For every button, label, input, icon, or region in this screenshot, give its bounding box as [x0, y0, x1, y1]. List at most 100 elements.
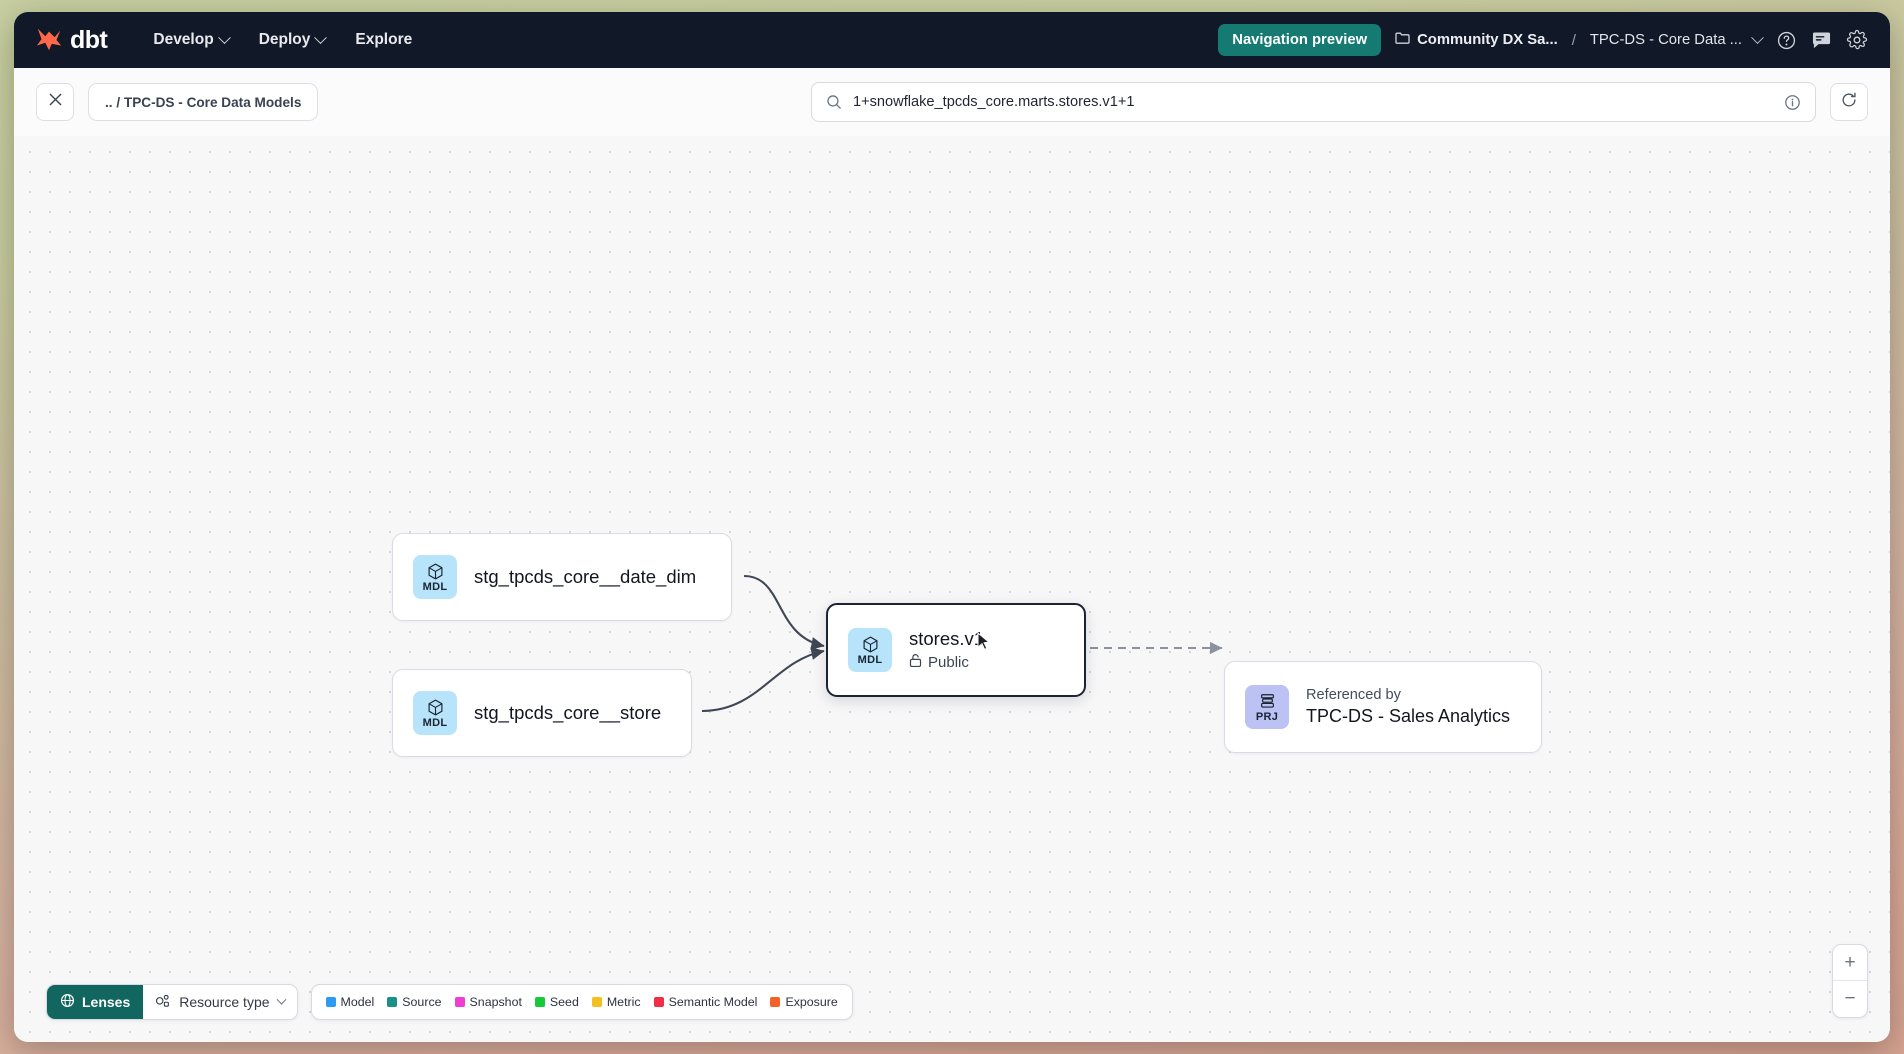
legend-label: Metric: [606, 995, 641, 1009]
node-badge-model: MDL: [413, 555, 457, 599]
cube-icon: [426, 698, 445, 717]
navigation-preview-button[interactable]: Navigation preview: [1218, 24, 1382, 56]
node-title: stg_tpcds_core__date_dim: [474, 566, 697, 587]
legend-label: Exposure: [785, 995, 838, 1009]
cube-icon: [861, 635, 880, 654]
node-badge-model: MDL: [413, 691, 457, 735]
node-content: stg_tpcds_core__store: [474, 702, 661, 724]
node-title: stg_tpcds_core__store: [474, 702, 662, 723]
project-stack-icon: [1258, 692, 1277, 711]
cube-icon: [426, 562, 445, 581]
node-badge-label: MDL: [857, 653, 883, 666]
close-lineage-button[interactable]: [36, 83, 74, 121]
resource-type-dropdown[interactable]: Resource type: [143, 985, 297, 1019]
node-content: Referenced by TPC-DS - Sales Analytics: [1306, 687, 1510, 727]
resource-type-legend: Model Source Snapshot Seed: [310, 984, 853, 1020]
chevron-down-icon: [1751, 30, 1764, 44]
folder-icon: [1395, 32, 1410, 49]
resource-type-icon: [155, 993, 171, 1012]
legend-item-metric: Metric: [591, 995, 641, 1009]
lenses-button[interactable]: Lenses: [47, 985, 144, 1019]
feedback-icon[interactable]: [1811, 31, 1832, 50]
unlock-icon: [909, 653, 922, 672]
nav-item-explore-label: Explore: [355, 31, 413, 48]
nav-item-develop-label: Develop: [153, 31, 214, 48]
node-title: stores.v1: [909, 628, 985, 649]
search-area: [811, 82, 1868, 122]
legend-label: Semantic Model: [668, 995, 758, 1009]
nav-item-explore[interactable]: Explore: [343, 24, 424, 56]
nav-item-develop[interactable]: Develop: [141, 24, 240, 56]
help-icon[interactable]: [1776, 30, 1797, 51]
breadcrumb-separator: /: [1571, 31, 1576, 49]
lens-icon: [60, 993, 75, 1011]
legend-item-exposure: Exposure: [770, 995, 838, 1009]
lenses-label: Lenses: [82, 994, 131, 1010]
lineage-bottom-toolbar: Lenses Resource type: [46, 984, 853, 1020]
node-badge-label: MDL: [422, 580, 448, 593]
top-navigation-bar: dbt Develop Deploy Explore Navigation pr…: [14, 12, 1890, 68]
nav-right-cluster: Navigation preview Community DX Sa... / …: [1218, 24, 1868, 56]
legend-item-seed: Seed: [534, 995, 579, 1009]
brand-name: dbt: [70, 25, 108, 54]
legend-label: Seed: [549, 995, 579, 1009]
lineage-node-referenced-project[interactable]: PRJ Referenced by TPC-DS - Sales Analyti…: [1224, 661, 1542, 753]
refresh-button[interactable]: [1830, 83, 1868, 121]
account-breadcrumb[interactable]: Community DX Sa...: [1395, 32, 1558, 49]
search-input[interactable]: [853, 94, 1773, 110]
lineage-node-stores-v1[interactable]: MDL stores.v1 Public: [826, 603, 1086, 697]
lineage-edges: [701, 574, 1223, 713]
legend-label: Model: [340, 995, 375, 1009]
close-icon: [48, 92, 63, 112]
node-badge-project: PRJ: [1245, 685, 1289, 729]
lineage-node-store[interactable]: MDL stg_tpcds_core__store: [392, 669, 692, 757]
lineage-search-box[interactable]: [811, 82, 1816, 122]
lineage-canvas[interactable]: MDL stg_tpcds_core__date_dim MDL: [14, 136, 1890, 1042]
refresh-icon: [1840, 91, 1858, 114]
node-badge-model: MDL: [848, 628, 892, 672]
node-title: TPC-DS - Sales Analytics: [1306, 706, 1511, 726]
node-caption: Referenced by: [1306, 687, 1401, 703]
zoom-in-button[interactable]: +: [1833, 945, 1867, 981]
dbt-logo[interactable]: dbt: [34, 25, 108, 54]
legend-item-model: Model: [325, 995, 375, 1009]
legend-item-semantic-model: Semantic Model: [653, 995, 758, 1009]
account-name: Community DX Sa...: [1417, 32, 1558, 48]
legend-swatch: [591, 997, 602, 1007]
legend-swatch: [325, 997, 336, 1007]
legend-swatch: [653, 997, 664, 1007]
search-icon: [826, 94, 842, 110]
lens-control-group: Lenses Resource type: [46, 984, 298, 1020]
mouse-cursor: [977, 631, 991, 658]
zoom-controls: + −: [1832, 944, 1868, 1018]
project-breadcrumb[interactable]: TPC-DS - Core Data ...: [1590, 30, 1764, 48]
chevron-down-icon: [314, 30, 328, 44]
legend-swatch: [770, 997, 781, 1007]
node-badge-label: PRJ: [1255, 710, 1279, 723]
legend-swatch: [387, 997, 398, 1007]
breadcrumb-pill[interactable]: .. / TPC-DS - Core Data Models: [88, 83, 319, 121]
settings-gear-icon[interactable]: [1846, 29, 1868, 51]
node-access-badge: Public: [909, 653, 984, 672]
browser-window: dbt Develop Deploy Explore Navigation pr…: [14, 12, 1890, 1042]
legend-label: Source: [402, 995, 442, 1009]
legend-swatch: [534, 997, 545, 1007]
legend-item-snapshot: Snapshot: [454, 995, 522, 1009]
resource-type-label: Resource type: [179, 994, 270, 1010]
node-content: stg_tpcds_core__date_dim: [474, 566, 696, 588]
nav-item-deploy-label: Deploy: [258, 31, 311, 48]
node-content: stores.v1 Public: [909, 628, 984, 672]
node-access-label: Public: [928, 654, 969, 671]
info-icon[interactable]: [1784, 94, 1801, 111]
dbt-x-logo-icon: [34, 26, 64, 54]
zoom-out-button[interactable]: −: [1844, 988, 1856, 1009]
chevron-down-icon: [276, 994, 286, 1005]
primary-nav: Develop Deploy Explore: [141, 24, 424, 56]
lineage-toolbar: .. / TPC-DS - Core Data Models: [14, 68, 1890, 136]
lineage-node-date-dim[interactable]: MDL stg_tpcds_core__date_dim: [392, 533, 732, 621]
legend-item-source: Source: [387, 995, 442, 1009]
node-badge-label: MDL: [422, 716, 448, 729]
legend-swatch: [454, 997, 465, 1007]
nav-item-deploy[interactable]: Deploy: [247, 24, 338, 56]
